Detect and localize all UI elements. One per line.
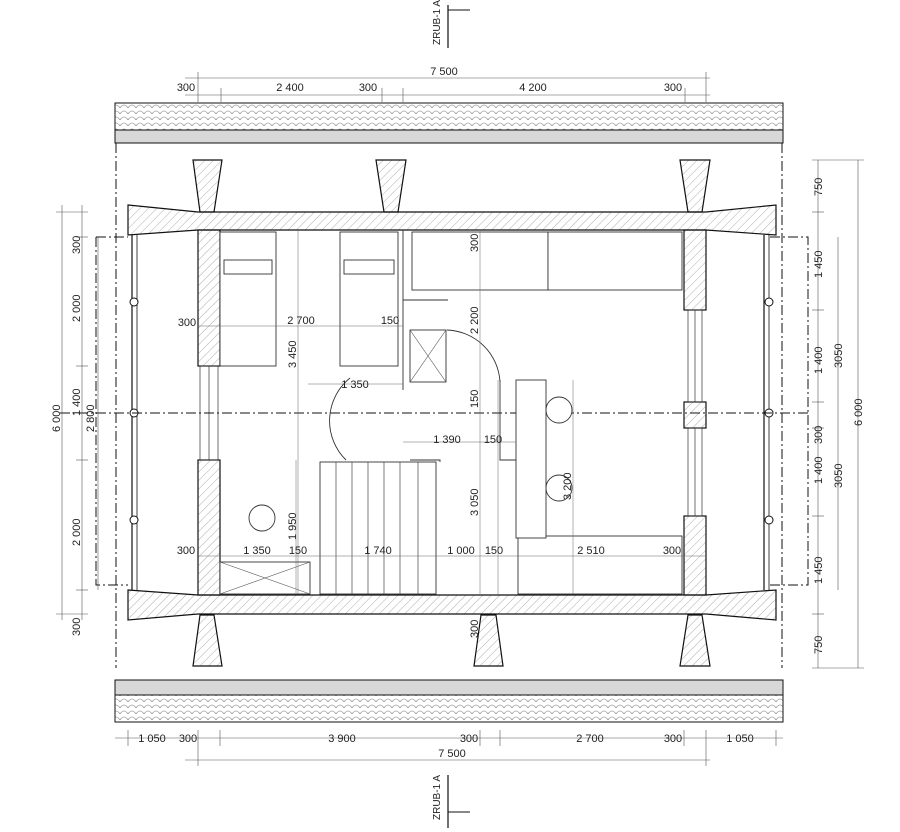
beam-bottom xyxy=(127,589,777,621)
rafter-tails-bottom xyxy=(192,614,711,667)
section-marker-bottom: ZRUB-1 A xyxy=(432,775,470,828)
svg-text:300: 300 xyxy=(178,317,196,329)
svg-text:300: 300 xyxy=(469,234,481,252)
svg-text:2 200: 2 200 xyxy=(469,306,481,334)
beam-top xyxy=(127,204,777,236)
svg-text:1 000: 1 000 xyxy=(447,545,475,557)
staircase xyxy=(319,461,437,595)
dim-top-3: 4 200 xyxy=(519,82,547,94)
svg-text:150: 150 xyxy=(485,545,503,557)
dim-top-2: 300 xyxy=(359,82,377,94)
svg-text:2 700: 2 700 xyxy=(287,315,315,327)
desk xyxy=(515,379,547,539)
section-label-bottom: ZRUB-1 A xyxy=(432,775,443,820)
dim-top-0: 300 xyxy=(177,82,195,94)
svg-text:6 000: 6 000 xyxy=(853,398,865,426)
svg-text:750: 750 xyxy=(813,636,825,654)
svg-text:1 400: 1 400 xyxy=(813,346,825,374)
right-dimension-chain: 750 1 450 1 400 300 1 400 1 450 750 3050… xyxy=(812,159,865,669)
door-swing-1 xyxy=(329,377,351,461)
dim-top-1: 2 400 xyxy=(276,82,304,94)
interior-dim-lines xyxy=(198,230,706,594)
svg-text:300: 300 xyxy=(813,426,825,444)
chair-3 xyxy=(248,504,276,532)
svg-text:1 740: 1 740 xyxy=(364,545,392,557)
svg-text:6 000: 6 000 xyxy=(51,404,63,432)
section-marker-top: ZRUB-1 A xyxy=(432,0,470,48)
svg-text:2 000: 2 000 xyxy=(71,518,83,546)
dim-top-4: 300 xyxy=(664,82,682,94)
svg-text:2 510: 2 510 xyxy=(577,545,605,557)
top-dimension-chain: 7 500 300 2 400 300 4 200 300 xyxy=(177,66,710,102)
svg-text:3 050: 3 050 xyxy=(469,488,481,516)
bed-bottom-right xyxy=(517,535,683,595)
left-dimension-chain: 6 000 2 800 300 2 000 1 400 2 000 300 xyxy=(51,205,99,636)
svg-text:1 450: 1 450 xyxy=(813,556,825,584)
svg-text:750: 750 xyxy=(813,178,825,196)
bottom-dimension-chain: 1 050 300 3 900 300 2 700 300 1 050 7 50… xyxy=(115,730,783,766)
svg-text:1 400: 1 400 xyxy=(813,456,825,484)
svg-text:300: 300 xyxy=(177,545,195,557)
svg-text:3 450: 3 450 xyxy=(287,340,299,368)
section-label-top: ZRUB-1 A xyxy=(432,0,443,45)
dim-top-total: 7 500 xyxy=(430,66,458,78)
svg-text:300: 300 xyxy=(71,236,83,254)
inner-walls xyxy=(197,229,707,596)
svg-text:3 200: 3 200 xyxy=(562,472,574,500)
bed-left xyxy=(219,231,277,367)
svg-text:1 950: 1 950 xyxy=(287,512,299,540)
svg-text:1 450: 1 450 xyxy=(813,250,825,278)
svg-text:300: 300 xyxy=(71,618,83,636)
door-swing-2 xyxy=(446,329,501,383)
svg-text:150: 150 xyxy=(469,390,481,408)
svg-text:300: 300 xyxy=(664,733,682,745)
svg-text:150: 150 xyxy=(484,434,502,446)
svg-text:150: 150 xyxy=(381,315,399,327)
svg-text:7 500: 7 500 xyxy=(438,748,466,760)
overhang-outline xyxy=(95,143,809,668)
svg-text:1 050: 1 050 xyxy=(138,733,166,745)
chair-1 xyxy=(545,396,573,424)
svg-text:3050: 3050 xyxy=(833,464,845,488)
svg-text:300: 300 xyxy=(460,733,478,745)
svg-text:2 000: 2 000 xyxy=(71,294,83,322)
svg-text:2 700: 2 700 xyxy=(576,733,604,745)
bed-top-right-2 xyxy=(547,231,683,291)
svg-text:1 050: 1 050 xyxy=(726,733,754,745)
svg-text:3 900: 3 900 xyxy=(328,733,356,745)
windows xyxy=(199,309,703,517)
chair-2 xyxy=(545,474,573,502)
rafter-tails-top xyxy=(192,159,711,213)
svg-text:1 390: 1 390 xyxy=(433,434,461,446)
svg-text:300: 300 xyxy=(663,545,681,557)
svg-text:1 350: 1 350 xyxy=(341,379,369,391)
svg-text:300: 300 xyxy=(179,733,197,745)
interior-dims: 300 2 700 150 2 200 3 450 1 350 150 1 39… xyxy=(177,234,681,638)
svg-text:1 400: 1 400 xyxy=(71,388,83,416)
svg-text:300: 300 xyxy=(469,620,481,638)
roof-strip-top xyxy=(114,102,784,144)
bed-middle xyxy=(339,231,399,367)
svg-text:1 350: 1 350 xyxy=(243,545,271,557)
svg-text:150: 150 xyxy=(289,545,307,557)
roof-strip-bottom xyxy=(114,679,784,723)
svg-text:3050: 3050 xyxy=(833,344,845,368)
furniture xyxy=(219,231,683,595)
svg-text:2 800: 2 800 xyxy=(85,404,97,432)
partitions xyxy=(402,230,516,462)
